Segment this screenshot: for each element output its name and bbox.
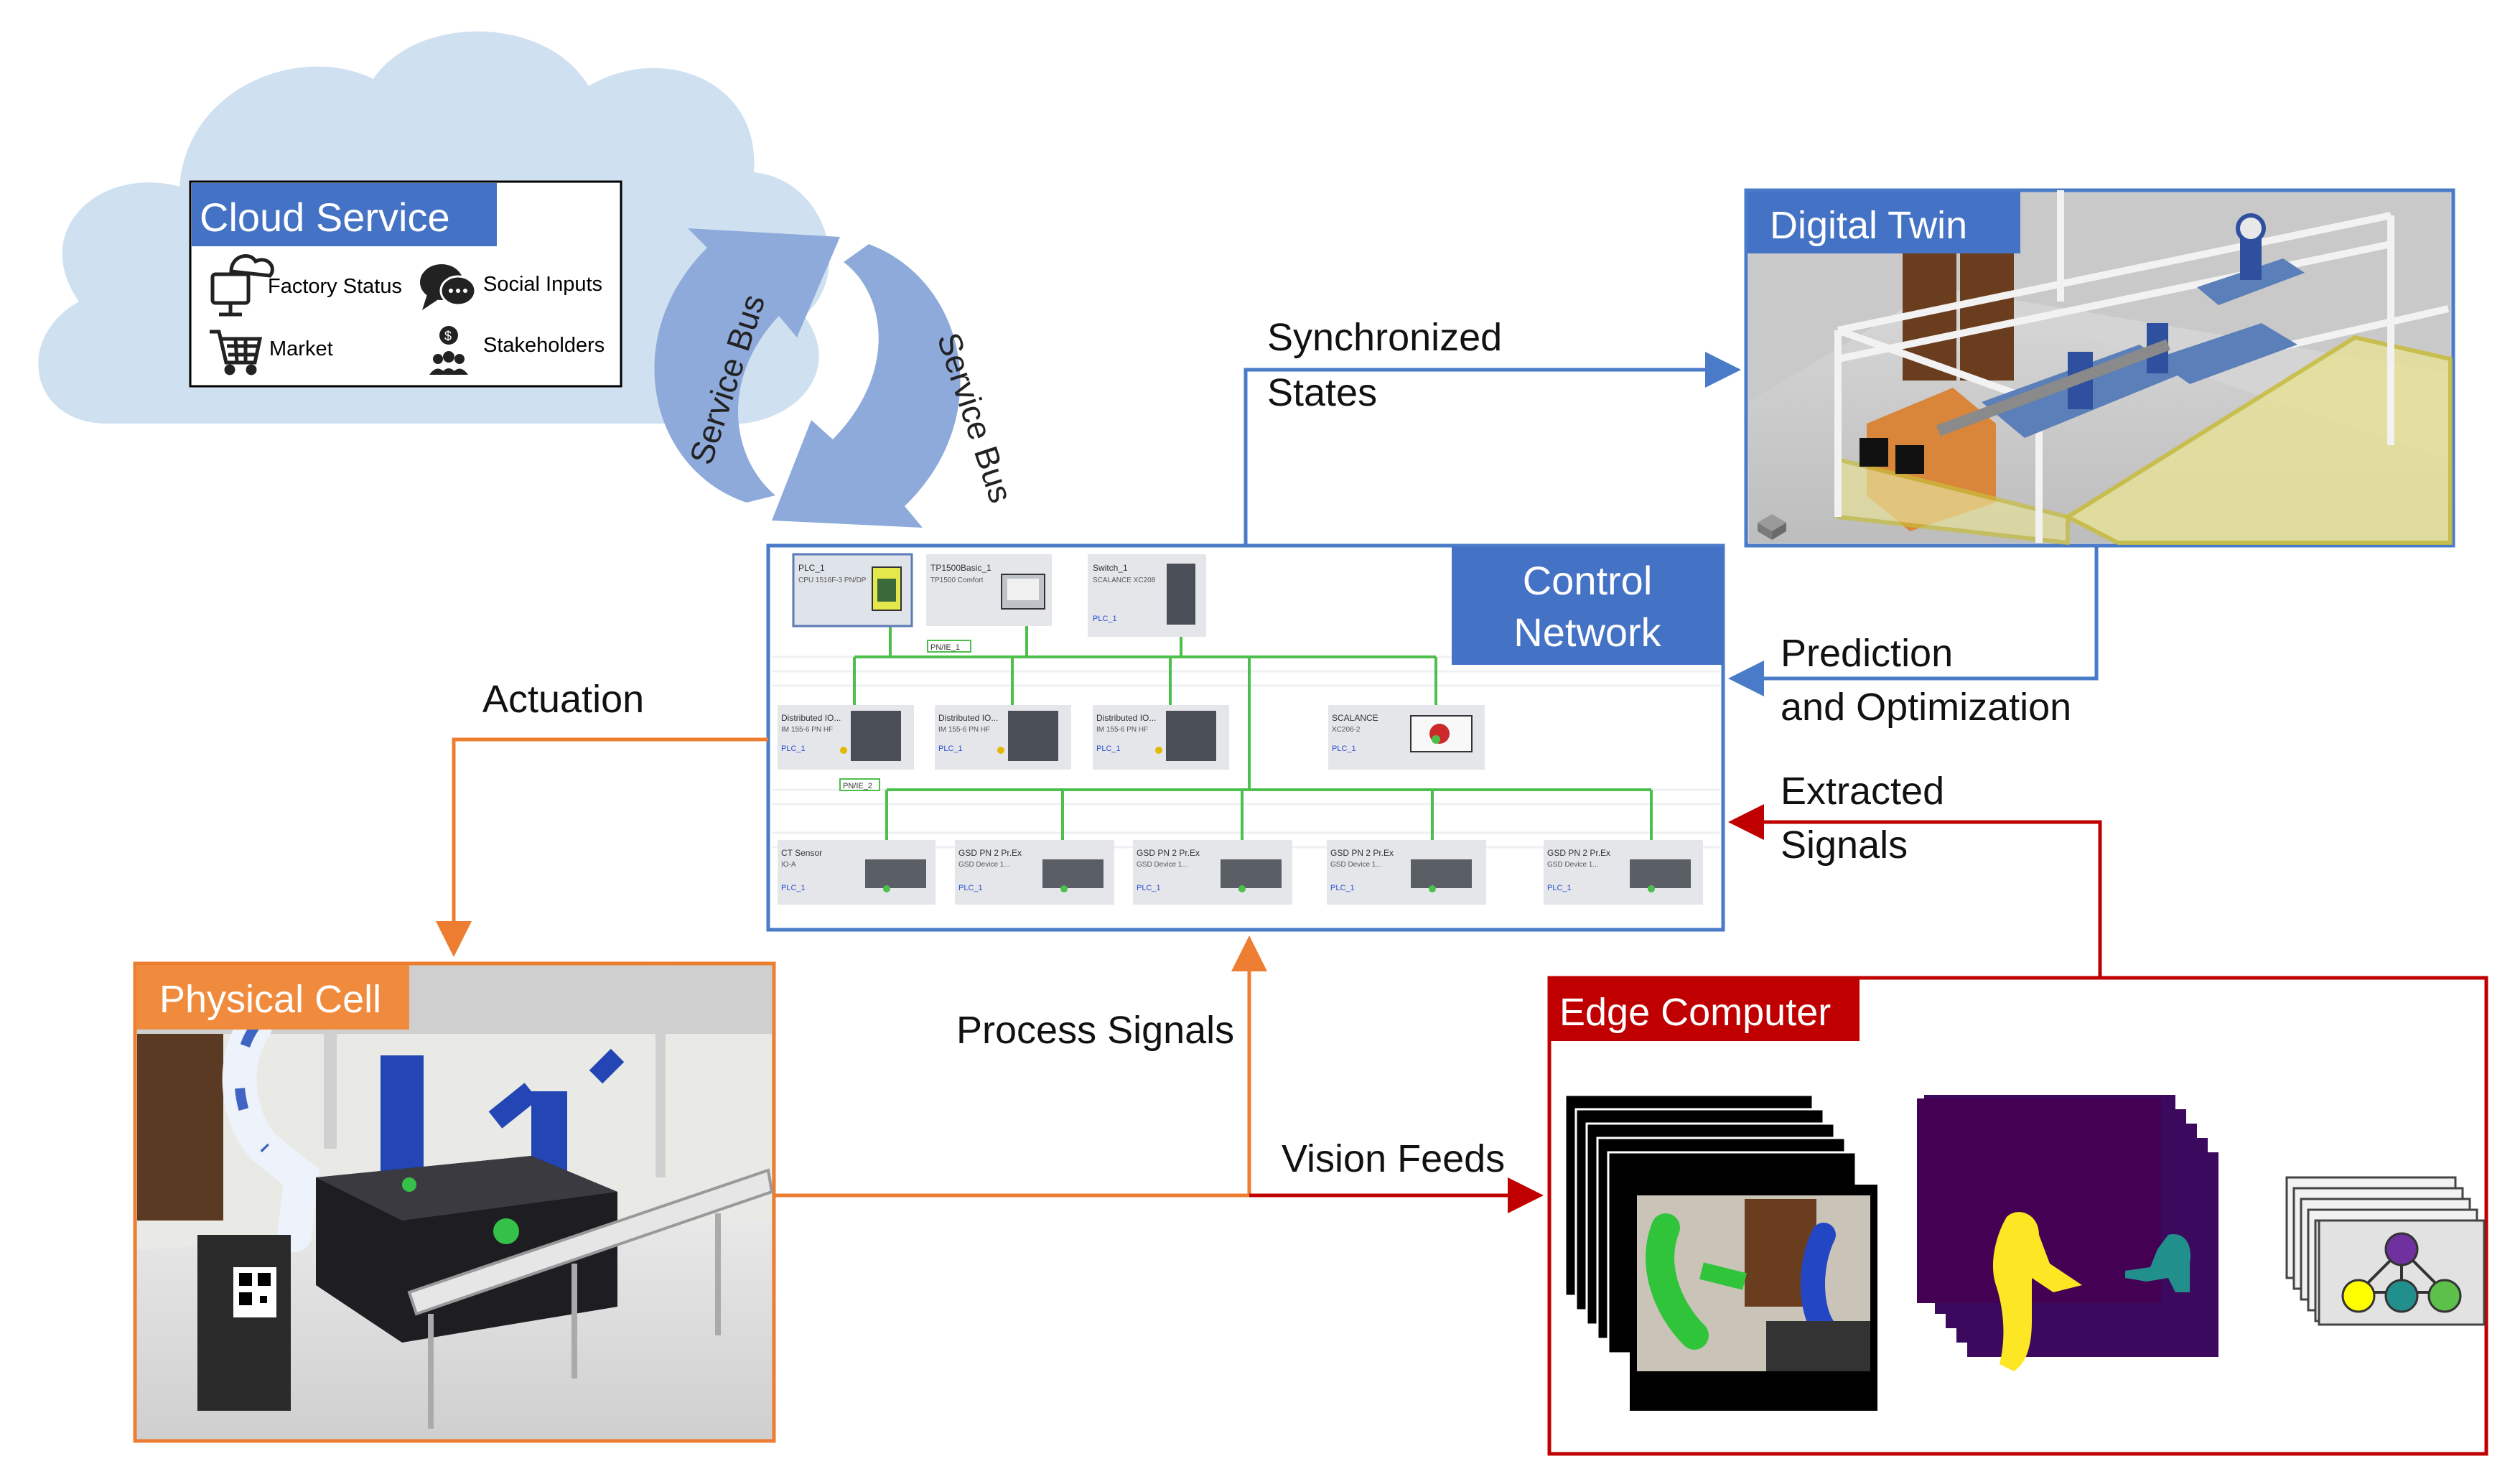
bus-label-pn1: PN/IE_1 [930,643,960,652]
stakeholders-icon: $ [429,326,468,375]
actuation-label: Actuation [482,678,644,721]
synchronized-states-arrow: Synchronized States [1243,316,1741,546]
svg-text:PLC_1: PLC_1 [938,745,963,753]
device-switch: Switch_1 SCALANCE XC208 PLC_1 [1088,554,1206,637]
device-plc: PLC_1 CPU 1516F-3 PN/DP [792,553,913,627]
device-gsd-1: GSD PN 2 Pr.Ex GSD Device 1... PLC_1 [955,840,1114,905]
svg-text:SCALANCE: SCALANCE [1332,713,1378,723]
svg-text:GSD Device 1...: GSD Device 1... [1330,861,1382,869]
prediction-label-line1: Prediction [1781,632,1953,675]
cloud-service-title: Cloud Service [200,195,450,240]
svg-text:PLC_1: PLC_1 [1093,615,1117,623]
control-network-title-line1: Control [1523,558,1653,603]
extracted-label-line2: Signals [1781,823,1908,867]
edge-computer-title: Edge Computer [1559,991,1831,1034]
video-frame-stack [1564,1093,1877,1411]
svg-text:CPU 1516F-3 PN/DP: CPU 1516F-3 PN/DP [798,577,867,584]
svg-text:GSD PN 2 Pr.Ex: GSD PN 2 Pr.Ex [1137,848,1200,858]
extracted-signals-arrow: Extracted Signals [1728,770,2102,978]
chat-bubbles-icon [420,264,477,310]
navigation-cube-icon [1758,514,1786,540]
svg-text:PLC_1: PLC_1 [958,884,983,892]
service-bus-arrow-left [654,228,840,503]
svg-text:TP1500Basic_1: TP1500Basic_1 [930,563,991,573]
svg-text:PLC_1: PLC_1 [781,745,806,753]
device-scalance: SCALANCE XC206-2 PLC_1 [1328,705,1485,770]
monitor-cloud-icon [210,254,274,317]
device-gsd-2: GSD PN 2 Pr.Ex GSD Device 1... PLC_1 [1133,840,1292,905]
svg-text:PLC_1: PLC_1 [1547,884,1572,892]
svg-text:PLC_1: PLC_1 [1330,884,1355,892]
actuation-arrow: Actuation [436,678,768,957]
process-signals-arrow: Process Signals [774,935,1267,1198]
device-distributed-io-3: Distributed IO... IM 155-6 PN HF PLC_1 [1093,705,1229,770]
svg-text:IM 155-6 PN HF: IM 155-6 PN HF [938,726,990,734]
svg-text:IM 155-6 PN HF: IM 155-6 PN HF [781,726,833,734]
svg-text:SCALANCE XC208: SCALANCE XC208 [1093,577,1156,584]
svg-text:PLC_1: PLC_1 [781,884,806,892]
digital-twin-title: Digital Twin [1770,204,1967,247]
svg-text:GSD Device 1...: GSD Device 1... [958,861,1010,869]
stakeholders-label: Stakeholders [483,334,605,357]
device-distributed-io-2: Distributed IO... IM 155-6 PN HF PLC_1 [935,705,1071,770]
svg-text:$: $ [444,329,452,343]
service-bus-cycle: Service Bus Service Bus [654,228,1020,528]
service-bus-arrow-right [772,244,961,528]
shopping-cart-icon [210,330,263,375]
svg-text:GSD Device 1...: GSD Device 1... [1547,861,1599,869]
social-inputs-label: Social Inputs [483,273,602,296]
prediction-arrow: Prediction and Optimization [1728,546,2099,729]
svg-text:GSD Device 1...: GSD Device 1... [1137,861,1188,869]
svg-text:Distributed IO...: Distributed IO... [781,713,841,723]
graph-stack [2285,1176,2486,1326]
svg-text:IM 155-6 PN HF: IM 155-6 PN HF [1096,726,1148,734]
svg-text:GSD PN 2 Pr.Ex: GSD PN 2 Pr.Ex [958,848,1022,858]
bus-label-pn2: PN/IE_2 [843,782,872,790]
factory-status-label: Factory Status [268,275,402,298]
svg-text:PLC_1: PLC_1 [798,563,825,573]
svg-text:PLC_1: PLC_1 [1332,745,1356,753]
svg-text:PLC_1: PLC_1 [1096,745,1121,753]
svg-text:GSD PN 2 Pr.Ex: GSD PN 2 Pr.Ex [1547,848,1610,858]
svg-text:IO-A: IO-A [781,861,796,869]
svg-text:Distributed IO...: Distributed IO... [1096,713,1156,723]
device-hmi: TP1500Basic_1 TP1500 Comfort [926,554,1052,626]
segmentation-mask-stack [1917,1095,2218,1371]
digital-twin-panel: Digital Twin [1744,188,2455,548]
svg-text:Switch_1: Switch_1 [1093,563,1128,573]
device-ct-sensor: CT Sensor IO-A PLC_1 [778,840,935,905]
cloud-service-panel: Cloud Service Factory Status Social Inpu… [189,180,622,388]
prediction-label-line2: and Optimization [1781,686,2071,729]
edge-computer-panel: Edge Computer [1547,976,2488,1456]
device-distributed-io-1: Distributed IO... IM 155-6 PN HF PLC_1 [778,705,914,770]
synchronized-label-line1: Synchronized [1267,316,1502,359]
device-gsd-4: GSD PN 2 Pr.Ex GSD Device 1... PLC_1 [1544,840,1703,905]
vision-feeds-label: Vision Feeds [1282,1137,1505,1180]
control-network-panel: PN/IE_1 PN/IE_2 PLC_1 CPU 1516F-3 PN/DP … [766,543,1725,932]
market-label: Market [269,337,333,360]
svg-text:Distributed IO...: Distributed IO... [938,713,998,723]
vision-feeds-arrow: Vision Feeds [1249,1137,1544,1213]
control-network-title-line2: Network [1513,610,1661,655]
svg-text:TP1500 Comfort: TP1500 Comfort [930,577,984,584]
physical-cell-panel: Physical Cell [133,961,776,1443]
extracted-label-line1: Extracted [1781,770,1944,813]
svg-text:PLC_1: PLC_1 [1137,884,1161,892]
svg-text:CT Sensor: CT Sensor [781,848,822,858]
process-signals-label: Process Signals [956,1009,1234,1052]
svg-text:GSD PN 2 Pr.Ex: GSD PN 2 Pr.Ex [1330,848,1394,858]
physical-cell-title: Physical Cell [159,978,381,1021]
device-gsd-3: GSD PN 2 Pr.Ex GSD Device 1... PLC_1 [1327,840,1486,905]
synchronized-label-line2: States [1267,371,1377,414]
svg-text:XC206-2: XC206-2 [1332,726,1361,734]
